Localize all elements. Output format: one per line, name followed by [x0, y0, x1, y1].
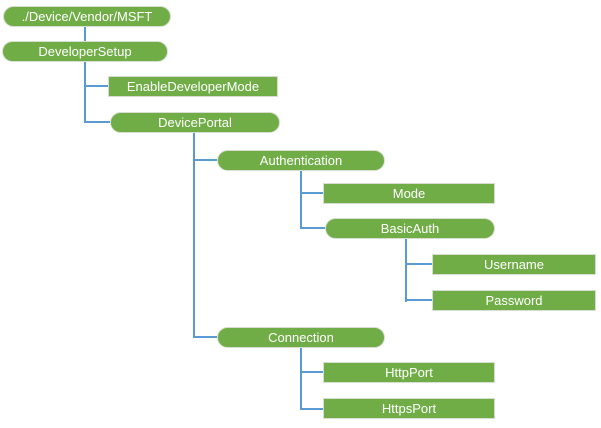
node-label-authentication: Authentication: [259, 153, 343, 168]
node-https-port: HttpsPort: [323, 398, 495, 419]
node-basic-auth: BasicAuth: [325, 218, 495, 239]
connector-h-to-httpport: [300, 371, 323, 373]
node-label-device-portal: DevicePortal: [158, 115, 232, 130]
connector-v-deviceportal-trunk: [193, 133, 195, 338]
connector-v-msft-to-devsetup: [84, 27, 86, 42]
node-label-password: Password: [485, 293, 543, 308]
node-msft-root: ./Device/Vendor/MSFT: [3, 6, 171, 27]
node-connection: Connection: [217, 327, 385, 348]
connector-h-to-authentication: [193, 159, 217, 161]
node-label-https-port: HttpsPort: [381, 401, 437, 416]
connector-h-to-httpsport: [300, 408, 323, 410]
connector-v-devsetup-trunk: [84, 62, 86, 123]
node-device-portal: DevicePortal: [110, 112, 280, 133]
node-authentication: Authentication: [217, 150, 385, 171]
node-developer-setup: DeveloperSetup: [2, 41, 168, 62]
connector-h-to-deviceportal: [84, 121, 110, 123]
node-label-enable-developer-mode: EnableDeveloperMode: [126, 79, 260, 94]
connector-v-authentication-trunk: [300, 171, 302, 229]
node-enable-developer-mode: EnableDeveloperMode: [108, 76, 278, 97]
node-label-basic-auth: BasicAuth: [380, 221, 440, 236]
node-label-username: Username: [484, 257, 544, 272]
connector-h-to-connection: [193, 336, 217, 338]
connector-h-to-username: [405, 263, 432, 265]
node-password: Password: [432, 290, 596, 311]
node-mode: Mode: [323, 183, 495, 204]
node-label-http-port: HttpPort: [385, 365, 433, 380]
node-username: Username: [432, 254, 596, 275]
connector-v-connection-trunk: [300, 348, 302, 410]
connector-h-to-enabledevmode: [84, 85, 108, 87]
connector-h-to-mode: [300, 192, 323, 194]
node-label-connection: Connection: [268, 330, 334, 345]
node-label-msft-root: ./Device/Vendor/MSFT: [21, 9, 153, 24]
node-label-mode: Mode: [392, 186, 426, 201]
connector-h-to-password: [405, 299, 432, 301]
node-http-port: HttpPort: [323, 362, 495, 383]
connector-h-to-basicauth: [300, 227, 325, 229]
connector-v-basicauth-trunk: [405, 239, 407, 302]
node-label-developer-setup: DeveloperSetup: [38, 44, 132, 59]
